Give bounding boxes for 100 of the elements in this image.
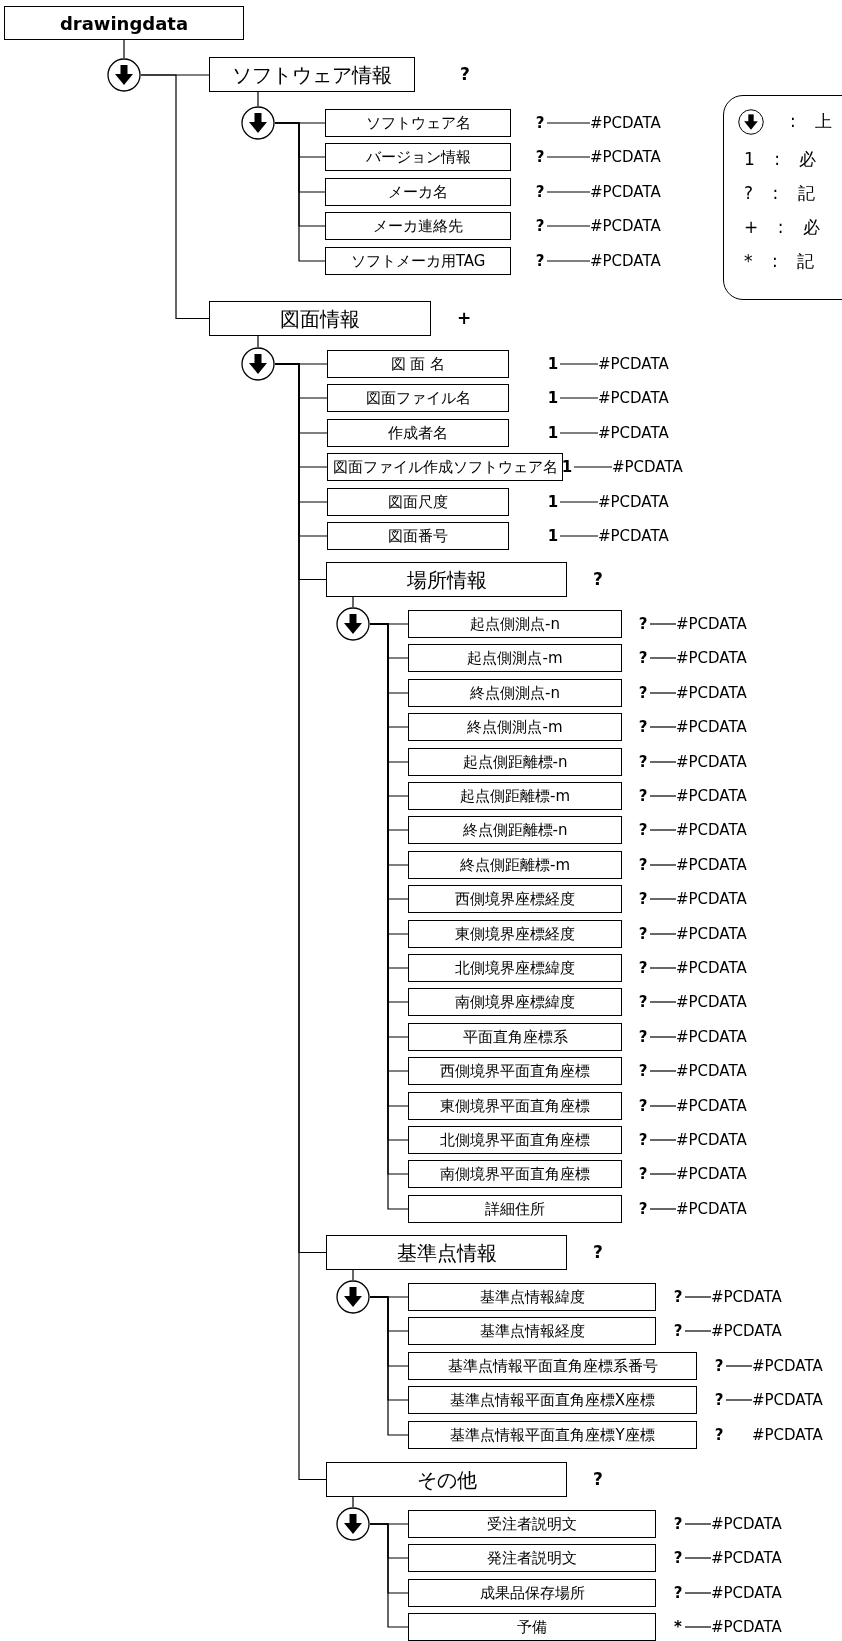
data-type-label: #PCDATA — [676, 1057, 760, 1085]
connector-line — [649, 761, 677, 763]
occurrence-symbol: ? — [636, 610, 650, 638]
connector-line — [684, 1296, 712, 1298]
occurrence-symbol: ? — [593, 1240, 603, 1264]
data-type-label: #PCDATA — [711, 1579, 795, 1607]
data-type-label: #PCDATA — [612, 453, 696, 481]
connector-line — [649, 692, 677, 694]
connector-line — [649, 829, 677, 831]
connector-line — [649, 933, 677, 935]
element-box: 西側境界平面直角座標 — [408, 1057, 622, 1085]
occurrence-symbol: ? — [712, 1386, 726, 1414]
connector-line — [123, 39, 125, 59]
data-type-label: #PCDATA — [711, 1544, 795, 1572]
connector-line — [546, 260, 591, 262]
occurrence-symbol: ? — [533, 178, 547, 206]
connector-line — [352, 596, 354, 608]
connector-line — [140, 74, 210, 320]
connector-line — [725, 1399, 753, 1401]
element-box: 北側境界座標緯度 — [408, 954, 622, 982]
occurrence-symbol: ? — [636, 1160, 650, 1188]
element-box: 起点側距離標-m — [408, 782, 622, 810]
connector-line — [649, 898, 677, 900]
connector-line — [684, 1626, 712, 1628]
occurrence-symbol: ? — [636, 1195, 650, 1223]
element-box: 詳細住所 — [408, 1195, 622, 1223]
connector-line — [684, 1330, 712, 1332]
sequence-circle-icon — [336, 607, 370, 641]
element-box: 成果品保存場所 — [408, 1579, 656, 1607]
element-box: 基準点情報経度 — [408, 1317, 656, 1345]
occurrence-symbol: ? — [460, 62, 470, 86]
element-box: 起点側距離標-n — [408, 748, 622, 776]
data-type-label: #PCDATA — [676, 988, 760, 1016]
connector-line — [369, 1296, 409, 1436]
connector-line — [546, 122, 591, 124]
data-type-label: #PCDATA — [590, 178, 674, 206]
data-type-label: #PCDATA — [676, 1126, 760, 1154]
occurrence-symbol: ? — [636, 988, 650, 1016]
occurrence-symbol: ? — [636, 748, 650, 776]
occurrence-symbol: 1 — [546, 522, 560, 550]
connector-line — [649, 1070, 677, 1072]
connector-line — [559, 432, 599, 434]
connector-line — [257, 335, 259, 348]
element-box: メーカ連絡先 — [325, 212, 511, 240]
element-box: 北側境界平面直角座標 — [408, 1126, 622, 1154]
element-box: 基準点情報平面直角座標X座標 — [408, 1386, 697, 1414]
element-box: ソフトウェア名 — [325, 109, 511, 137]
data-type-label: #PCDATA — [676, 1160, 760, 1188]
data-type-label: #PCDATA — [598, 419, 682, 447]
data-type-label: #PCDATA — [676, 748, 760, 776]
data-type-label: #PCDATA — [590, 212, 674, 240]
data-type-label: #PCDATA — [676, 610, 760, 638]
data-type-label: #PCDATA — [598, 350, 682, 378]
data-type-label: #PCDATA — [676, 920, 760, 948]
occurrence-symbol: ? — [671, 1317, 685, 1345]
data-type-label: #PCDATA — [676, 1023, 760, 1051]
connector-line — [546, 191, 591, 193]
element-box: 終点側距離標-m — [408, 851, 622, 879]
element-box: ソフトメーカ用TAG — [325, 247, 511, 275]
occurrence-symbol: ? — [636, 1126, 650, 1154]
legend-entry: 1 : 必 — [744, 148, 817, 171]
occurrence-symbol: 1 — [546, 419, 560, 447]
section-element-box: 場所情報 — [326, 562, 567, 597]
occurrence-symbol: ? — [636, 954, 650, 982]
data-type-label: #PCDATA — [676, 679, 760, 707]
element-box: 図面ファイル作成ソフトウェア名 — [327, 453, 563, 481]
occurrence-symbol: ? — [712, 1352, 726, 1380]
data-type-label: #PCDATA — [590, 109, 674, 137]
connector-line — [649, 864, 677, 866]
occurrence-symbol: ? — [533, 109, 547, 137]
connector-line — [684, 1557, 712, 1559]
occurrence-symbol: ? — [636, 1057, 650, 1085]
sequence-circle-icon — [336, 1507, 370, 1541]
element-box: 西側境界座標経度 — [408, 885, 622, 913]
element-box: 南側境界座標緯度 — [408, 988, 622, 1016]
occurrence-symbol: 1 — [560, 453, 574, 481]
connector-line — [725, 1365, 753, 1367]
data-type-label: #PCDATA — [676, 816, 760, 844]
element-box: 受注者説明文 — [408, 1510, 656, 1538]
data-type-label: #PCDATA — [676, 644, 760, 672]
element-box: 基準点情報平面直角座標系番号 — [408, 1352, 697, 1380]
section-element-box: 図面情報 — [209, 301, 431, 336]
connector-line — [649, 1208, 677, 1210]
section-element-box: ソフトウェア情報 — [209, 57, 415, 92]
connector-line — [573, 466, 613, 468]
element-box: 終点側測点-n — [408, 679, 622, 707]
connector-line — [559, 501, 599, 503]
occurrence-symbol: ? — [636, 782, 650, 810]
data-type-label: #PCDATA — [752, 1421, 836, 1449]
element-box: 図 面 名 — [327, 350, 509, 378]
connector-line — [649, 1173, 677, 1175]
connector-line — [369, 1523, 409, 1628]
connector-line — [559, 363, 599, 365]
occurrence-symbol: ? — [636, 679, 650, 707]
section-element-box: その他 — [326, 1462, 567, 1497]
data-type-label: #PCDATA — [598, 522, 682, 550]
occurrence-symbol: ? — [671, 1510, 685, 1538]
occurrence-symbol: ? — [533, 247, 547, 275]
occurrence-symbol: ? — [636, 920, 650, 948]
element-box: バージョン情報 — [325, 143, 511, 171]
